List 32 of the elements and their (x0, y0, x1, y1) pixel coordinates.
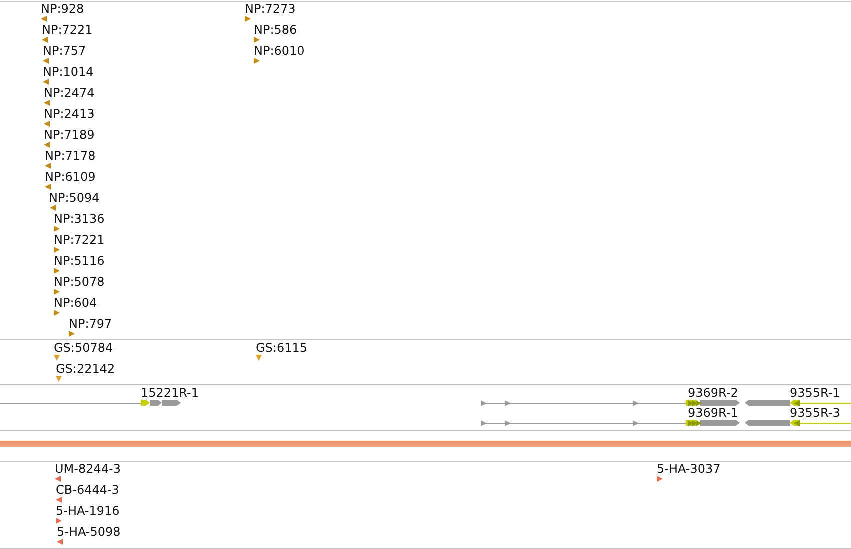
feature-label: 15221R-1 (141, 386, 199, 400)
feature-label: CB-6444-3 (56, 483, 120, 497)
feature-label: NP:7189 (44, 128, 95, 142)
feature-label: NP:5078 (54, 275, 105, 289)
feature-label: NP:5094 (49, 191, 100, 205)
feature-label: 9369R-1 (688, 406, 738, 420)
feature-label: NP:2413 (44, 107, 95, 121)
feature-label: NP:586 (254, 23, 298, 37)
feature-label: NP:7273 (245, 2, 296, 16)
feature-label: NP:6109 (45, 170, 96, 184)
feature-label: NP:7221 (42, 23, 93, 37)
feature-label: NP:5116 (54, 254, 105, 268)
feature-label: NP:928 (41, 2, 84, 16)
feature-label: 9355R-3 (790, 406, 840, 420)
feature-label: 5-HA-1916 (56, 504, 120, 518)
feature-label: GS:6115 (256, 341, 308, 355)
feature-label: NP:757 (43, 44, 86, 58)
feature-label: GS:22142 (56, 362, 116, 376)
feature-label: GS:50784 (54, 341, 114, 355)
feature-label: 9369R-2 (688, 386, 738, 400)
feature-label: NP:7221 (54, 233, 105, 247)
feature-label: UM-8244-3 (55, 462, 121, 476)
feature-label: NP:3136 (54, 212, 105, 226)
feature-label: 5-HA-5098 (57, 525, 121, 539)
feature-label: NP:6010 (254, 44, 305, 58)
feature-label: NP:1014 (43, 65, 94, 79)
feature-label: NP:2474 (44, 86, 95, 100)
feature-label: NP:7178 (45, 149, 96, 163)
feature-label: NP:604 (54, 296, 98, 310)
feature-label: 9355R-1 (790, 386, 840, 400)
feature-label: NP:797 (69, 317, 112, 331)
feature-label: 5-HA-3037 (657, 462, 721, 476)
